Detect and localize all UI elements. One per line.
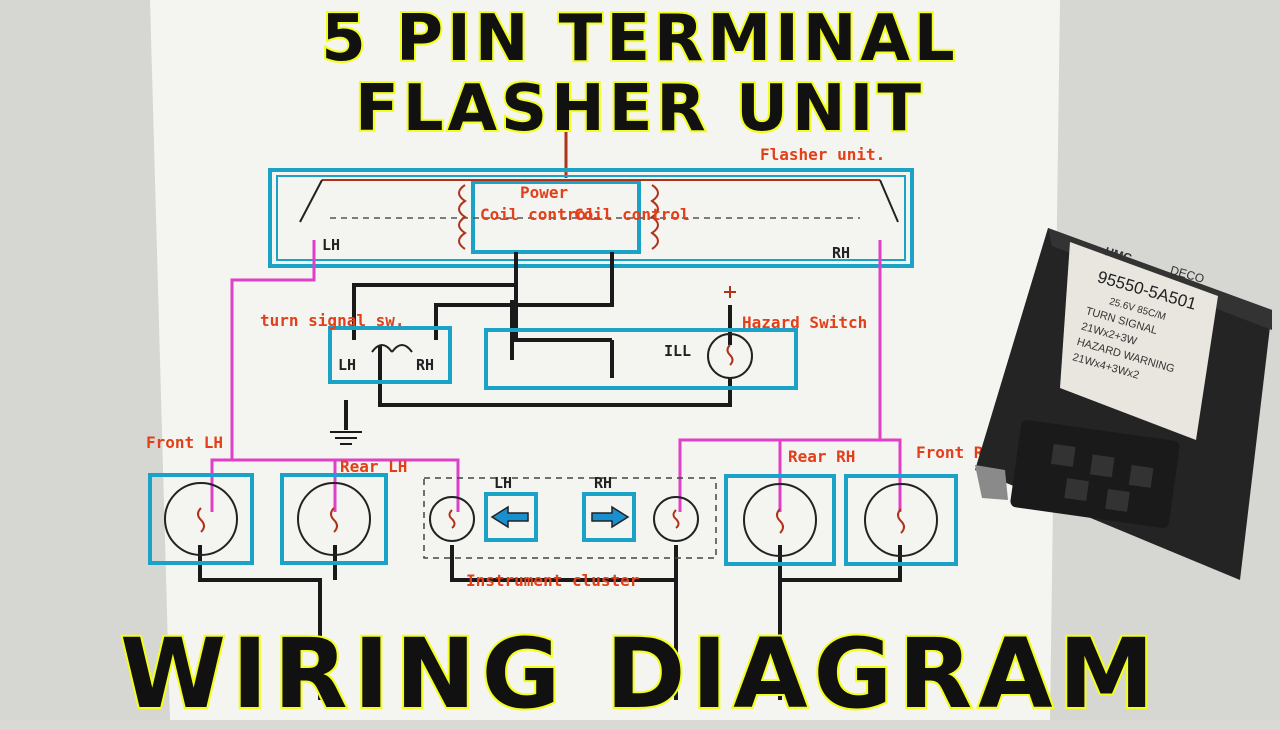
switch-lh-label: LH [338, 356, 356, 374]
flasher-rh-label: RH [832, 244, 850, 262]
title-line-1: 5 PIN TERMINAL [319, 0, 959, 78]
rear-lh-label: Rear LH [340, 457, 407, 476]
flasher-relay-photo [975, 228, 1272, 580]
lamp-front-rh [844, 474, 958, 566]
power-label: Power [520, 183, 568, 202]
instrument-cluster-box [423, 477, 717, 559]
relay-label-sticker [1060, 242, 1218, 440]
arrow-left-icon [490, 505, 529, 529]
cluster-lh-label: LH [494, 474, 512, 492]
flasher-unit-label: Flasher unit. [760, 145, 885, 164]
plus-icon [724, 286, 736, 298]
title-line-3: WIRING DIAGRAM [118, 616, 1161, 730]
turn-signal-label: turn signal sw. [260, 311, 405, 330]
switch-rh-label: RH [416, 356, 434, 374]
lamp-rear-lh [280, 473, 388, 565]
lamp-rear-rh [724, 474, 836, 566]
turn-signal-switch-box [328, 326, 452, 384]
coil-left-icon [458, 184, 467, 250]
title-line-2: FLASHER UNIT [353, 70, 925, 148]
coil-right-icon [650, 184, 659, 250]
lamp-front-lh [148, 473, 254, 565]
ill-label: ILL [664, 342, 691, 360]
coil-control-right-label: Coil control [574, 205, 690, 224]
rh-indicator-box [582, 492, 636, 542]
power-box [471, 180, 641, 254]
black-wires [198, 252, 902, 700]
flasher-unit-box [268, 168, 914, 268]
mounting-bracket [975, 465, 1008, 500]
lh-indicator-box [484, 492, 538, 542]
hazard-switch-box [484, 328, 798, 390]
ground-icon [330, 431, 362, 445]
hazard-switch-label: Hazard Switch [742, 313, 867, 332]
arrow-right-icon [591, 505, 630, 529]
front-rh-label: Front RH [916, 443, 993, 462]
ill-lamp-icon [707, 333, 753, 379]
coil-control-left-label: Coil control [480, 205, 596, 224]
front-lh-label: Front LH [146, 433, 223, 452]
flasher-lh-label: LH [322, 236, 340, 254]
instrument-cluster-label: Instrument cluster [466, 571, 639, 590]
cluster-rh-label: RH [594, 474, 612, 492]
rear-rh-label: Rear RH [788, 447, 855, 466]
